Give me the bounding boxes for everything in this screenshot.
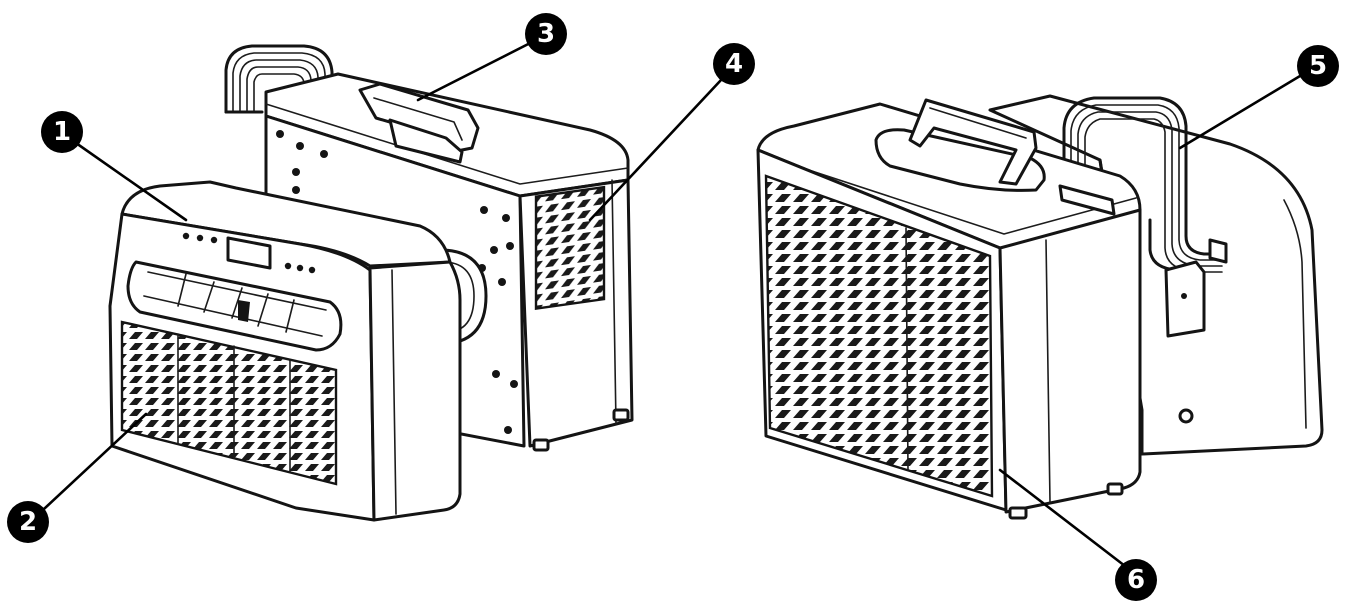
right-front-grill bbox=[764, 174, 994, 498]
callout-1: 1 bbox=[41, 111, 83, 153]
callout-3-label: 3 bbox=[537, 19, 555, 49]
left-front-grill bbox=[120, 320, 338, 486]
right-mount-bracket bbox=[1164, 260, 1206, 338]
left-front-indoor-unit bbox=[108, 180, 462, 522]
leader-line-3 bbox=[416, 34, 546, 102]
callout-6-label: 6 bbox=[1127, 565, 1145, 595]
leader-line-2 bbox=[28, 412, 148, 524]
callout-6: 6 bbox=[1115, 559, 1157, 601]
leader-lines bbox=[28, 34, 1322, 578]
callout-5: 5 bbox=[1297, 45, 1339, 87]
callout-5-label: 5 bbox=[1309, 51, 1327, 81]
callout-4-label: 4 bbox=[725, 49, 743, 79]
left-carry-handle bbox=[358, 82, 480, 164]
leader-line-6 bbox=[998, 468, 1140, 578]
left-rear-screws bbox=[276, 130, 518, 434]
left-hose-loop bbox=[224, 44, 334, 114]
left-control-panel bbox=[182, 232, 316, 274]
callout-3: 3 bbox=[525, 13, 567, 55]
callout-2: 2 bbox=[7, 501, 49, 543]
right-rear-drain-port bbox=[1178, 408, 1194, 424]
leader-line-5 bbox=[1178, 62, 1322, 150]
left-rear-side-vent bbox=[534, 185, 606, 311]
callout-1-label: 1 bbox=[53, 117, 71, 147]
callout-4: 4 bbox=[713, 43, 755, 85]
right-carry-handle bbox=[874, 98, 1046, 192]
callout-2-label: 2 bbox=[19, 507, 37, 537]
left-air-louver bbox=[126, 260, 343, 352]
right-front-unit bbox=[756, 98, 1142, 520]
leader-line-1 bbox=[64, 134, 188, 222]
leader-line-4 bbox=[588, 62, 738, 222]
